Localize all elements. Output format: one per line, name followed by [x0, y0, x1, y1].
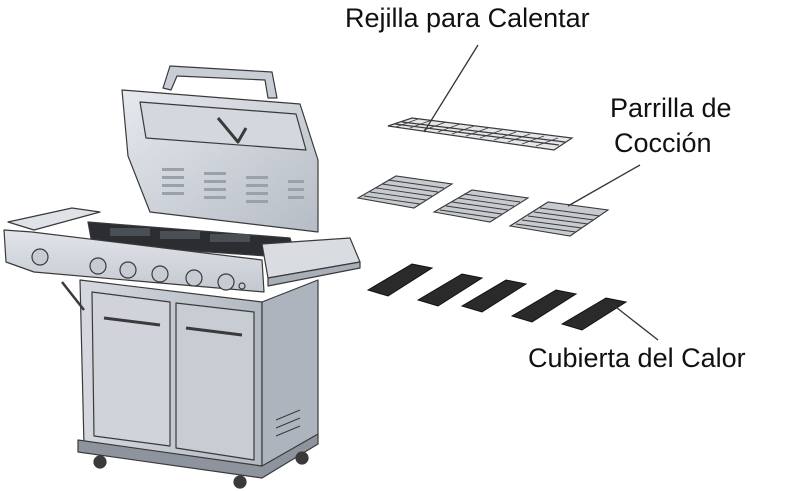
lid-vents [162, 168, 304, 203]
heat-tent [560, 297, 628, 331]
cooking-grate [356, 175, 454, 209]
control-knobs [31, 248, 246, 291]
control-knob-icon [89, 257, 107, 275]
control-knob-icon [119, 261, 137, 279]
cooking-grate [432, 189, 530, 223]
left-door [91, 291, 171, 447]
warming-rack [387, 117, 574, 151]
tank-support [61, 281, 85, 311]
control-knob-icon [151, 265, 169, 283]
caster-wheel-icon [233, 475, 247, 489]
left-side-shelf [7, 207, 101, 231]
cooking-grate-label-line2: Cocción [614, 128, 712, 158]
cooking-grate-leader [567, 164, 641, 207]
control-knob-icon [185, 269, 203, 287]
side-burner-knob-icon [31, 248, 49, 266]
caster-wheel-icon [93, 455, 107, 469]
caster-wheel-icon [295, 451, 309, 465]
lid-handle [162, 65, 278, 99]
casters [93, 451, 309, 489]
right-door [175, 302, 255, 461]
heat-tent [366, 263, 434, 297]
igniter-button-icon [238, 282, 246, 290]
grill-body [3, 65, 361, 489]
cooking-grate-label-line1: Parrilla de [610, 93, 732, 123]
left-door-handle [103, 316, 161, 327]
heat-tent [460, 279, 528, 313]
leader-lines [423, 44, 659, 341]
heat-tent-leader [611, 303, 659, 341]
warming-rack-label: Rejilla para Calentar [345, 3, 590, 33]
cooking-grates [356, 175, 610, 237]
right-door-handle [185, 326, 243, 337]
lid-emblem [216, 117, 248, 144]
heat-tent [510, 289, 578, 323]
heat-tent-label: Cubierta del Calor [528, 343, 746, 373]
warming-rack-leader [423, 44, 479, 133]
cabinet-vents [275, 409, 301, 437]
control-knob-icon [217, 273, 235, 291]
base-rail [77, 433, 319, 479]
heat-tents [366, 263, 628, 331]
cooking-grate [508, 201, 610, 237]
heat-tent [416, 273, 484, 307]
